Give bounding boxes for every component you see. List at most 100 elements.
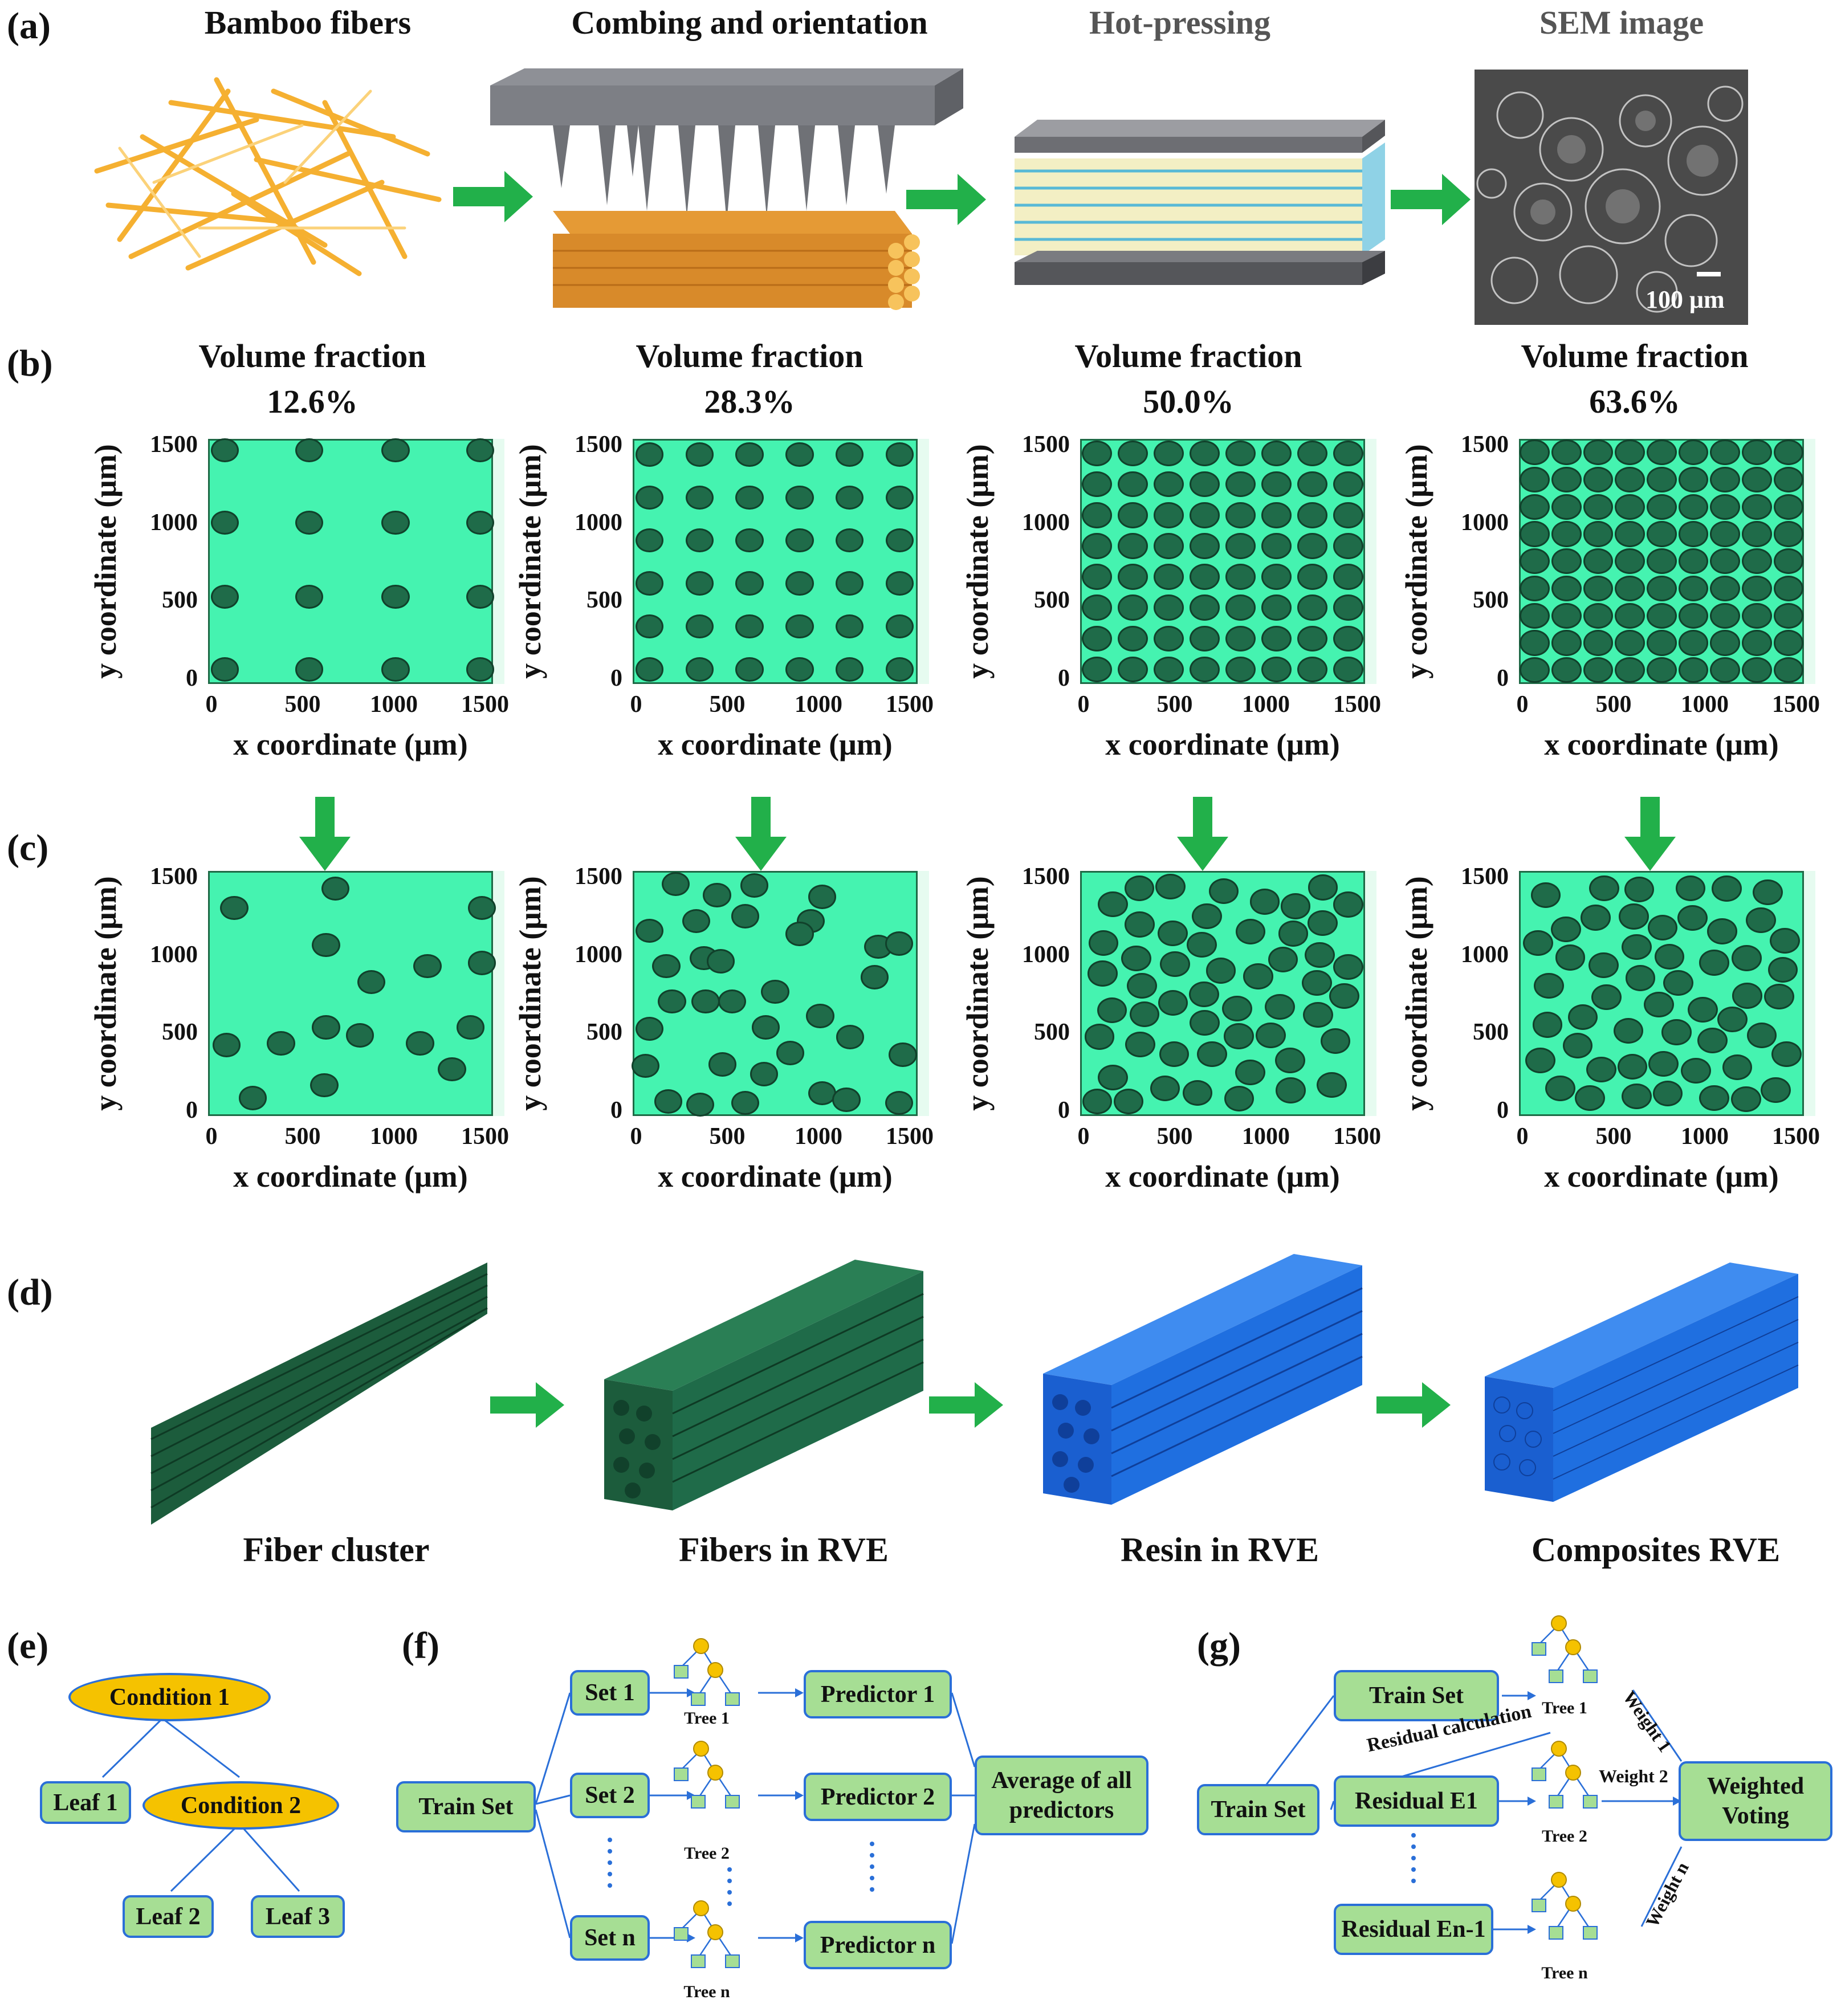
fiber-circle xyxy=(1722,1054,1753,1080)
fiber-circle xyxy=(1333,954,1363,980)
y-tick-label: 1500 xyxy=(1022,431,1070,458)
fiber-circle xyxy=(1190,656,1220,683)
fiber-circle xyxy=(1297,564,1328,590)
fiber-circle xyxy=(1187,932,1217,958)
tree-label: Tree 2 xyxy=(684,1844,730,1863)
fiber-circle xyxy=(1648,1051,1679,1077)
fiber-circle xyxy=(1588,952,1619,979)
fiber-circle xyxy=(1084,1024,1115,1050)
fiber-circle xyxy=(1113,1088,1144,1114)
fiber-circle xyxy=(1097,997,1127,1023)
fiber-circle xyxy=(438,1057,466,1082)
x-axis-label: x coordinate (μm) xyxy=(1544,1159,1779,1194)
fiber-circle xyxy=(310,1073,339,1098)
x-tick-label: 1000 xyxy=(1681,691,1729,718)
x-tick-label: 1000 xyxy=(1242,691,1290,718)
fiber-circle xyxy=(885,1090,914,1115)
fiber-circle xyxy=(1297,656,1328,683)
fiber-circle xyxy=(1615,466,1645,493)
fiber-circle xyxy=(1520,630,1550,656)
x-tick-label: 1500 xyxy=(1772,1123,1820,1150)
plot-shadow xyxy=(1365,871,1376,1116)
fiber-circle xyxy=(1190,564,1220,590)
fiber-circle xyxy=(1121,945,1152,971)
fiber-circle xyxy=(1222,996,1253,1022)
fiber-circle xyxy=(1741,630,1772,656)
fiber-circle xyxy=(1117,440,1148,467)
fiber-circle xyxy=(806,1004,834,1028)
fiber-circle xyxy=(1276,1077,1306,1103)
fiber-circle xyxy=(466,438,494,463)
fiber-circle xyxy=(381,584,410,609)
fiber-circle xyxy=(1225,533,1256,559)
x-axis-label: x coordinate (μm) xyxy=(658,727,893,761)
fiber-circle xyxy=(1551,521,1582,547)
fiber-circle xyxy=(1182,1080,1213,1106)
sem-scale-bar-label: 100 μm xyxy=(1646,286,1725,313)
mini-tree-icon xyxy=(674,1900,740,1968)
fiber-circle xyxy=(1741,521,1772,547)
fiber-circle xyxy=(1082,471,1112,498)
fiber-circle xyxy=(466,510,494,535)
fiber-circle xyxy=(808,885,837,909)
fiber-circle xyxy=(357,970,385,995)
fiber-circle xyxy=(220,895,249,921)
fiber-circle xyxy=(1530,882,1561,909)
x-tick-label: 0 xyxy=(1516,1123,1529,1150)
fiber-circle xyxy=(1646,439,1677,466)
fiber-circle xyxy=(1615,494,1645,520)
x-tick-label: 1500 xyxy=(1333,1123,1381,1150)
vf-value: 63.6% xyxy=(1589,383,1680,420)
fiber-circle xyxy=(1717,1007,1748,1033)
fiber-circle xyxy=(1551,548,1582,575)
title-combing: Combing and orientation xyxy=(571,4,928,41)
boost-residual-en-box: Residual En-1 xyxy=(1334,1904,1493,1955)
fiber-circle xyxy=(1710,657,1740,683)
fiber-circle xyxy=(1320,1028,1351,1054)
y-tick-label: 1000 xyxy=(150,509,198,536)
fiber-circle xyxy=(312,1015,340,1040)
fiber-circle xyxy=(1647,914,1678,941)
hot-pressing-illustration xyxy=(1015,120,1385,285)
fiber-circle xyxy=(1710,575,1740,602)
fiber-circle xyxy=(1520,439,1550,466)
fiber-circle xyxy=(785,442,814,467)
vf-value: 50.0% xyxy=(1143,383,1234,420)
fiber-circle xyxy=(635,918,664,943)
bamboo-fibers-illustration xyxy=(94,77,442,276)
fiber-circle xyxy=(295,657,324,682)
fiber-circle xyxy=(1303,1001,1333,1028)
fiber-circle xyxy=(1333,533,1363,559)
fiber-circle xyxy=(708,1052,737,1077)
fiber-circle xyxy=(635,571,664,596)
caption-fiber-cluster: Fiber cluster xyxy=(243,1531,430,1569)
y-tick-label: 0 xyxy=(186,1097,198,1123)
y-tick-label: 1500 xyxy=(150,431,198,458)
fiber-circle xyxy=(661,871,690,897)
fiber-circle xyxy=(1615,439,1645,466)
fiber-circle xyxy=(1297,502,1328,528)
fiber-circle xyxy=(1646,575,1677,602)
fiber-circle xyxy=(210,510,239,535)
fiber-circle xyxy=(785,614,814,639)
fiber-circle xyxy=(785,571,814,596)
fiber-circle xyxy=(1333,891,1363,918)
fiber-circle xyxy=(1082,533,1112,559)
fiber-circle xyxy=(1208,878,1239,905)
fiber-circle xyxy=(1225,502,1256,528)
fiber-circle xyxy=(1767,956,1798,983)
fiber-circle xyxy=(1082,594,1112,621)
fiber-circle xyxy=(1583,575,1614,602)
fiber-circle xyxy=(1158,989,1188,1016)
fiber-circle xyxy=(1189,1009,1220,1036)
fiber-circle xyxy=(1746,1022,1777,1048)
y-tick-label: 500 xyxy=(586,587,622,614)
fiber-circle xyxy=(1551,602,1582,629)
fiber-circle xyxy=(1197,1041,1227,1067)
fiber-circle xyxy=(1225,471,1256,498)
fiber-circle xyxy=(1741,548,1772,575)
fiber-circle xyxy=(1098,1065,1129,1091)
x-tick-label: 1000 xyxy=(795,691,842,718)
fiber-circle xyxy=(1088,960,1118,987)
